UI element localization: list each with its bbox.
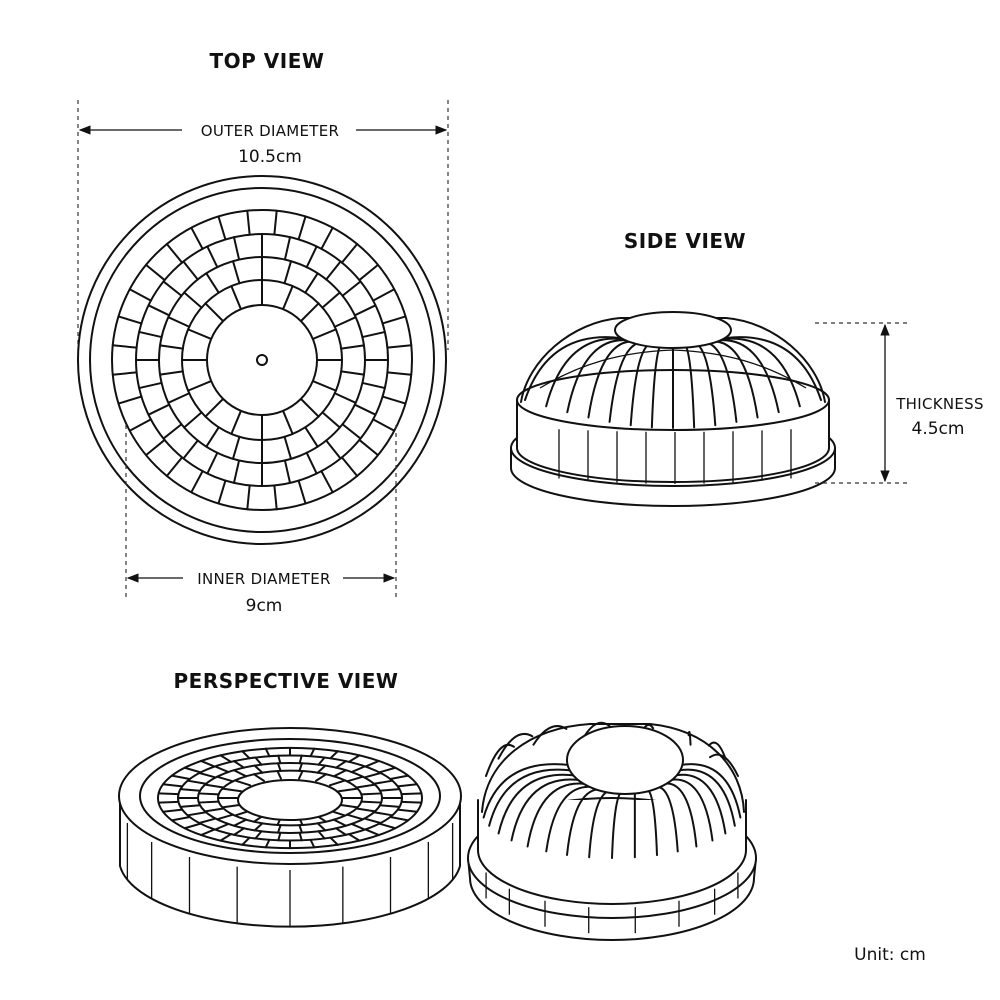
top-view-title: TOP VIEW (210, 49, 325, 73)
outer-diameter-label: OUTER DIAMETER (201, 122, 340, 140)
perspective-flat-grille (157, 746, 423, 850)
center-hole (256, 354, 268, 366)
outer-diameter-dimension: OUTER DIAMETER 10.5cm (77, 100, 449, 350)
inner-diameter-label: INNER DIAMETER (197, 570, 330, 588)
top-view-grille (111, 209, 413, 511)
thickness-label: THICKNESS (895, 395, 984, 413)
perspective-flat-hub (237, 779, 343, 821)
perspective-dome-filter (467, 721, 757, 941)
thickness-value: 4.5cm (912, 419, 965, 439)
side-view-title: SIDE VIEW (624, 229, 746, 253)
inner-diameter-dimension: INNER DIAMETER 9cm (125, 425, 397, 616)
perspective-dome-cap (566, 725, 684, 795)
side-view-cap (614, 311, 732, 349)
top-view-disc (77, 175, 447, 545)
side-view-dome (510, 311, 836, 507)
outer-diameter-value: 10.5cm (238, 147, 302, 167)
inner-diameter-value: 9cm (246, 596, 283, 616)
top-view-hub (206, 304, 318, 416)
thickness-dimension: THICKNESS 4.5cm (815, 322, 988, 484)
unit-note: Unit: cm (854, 945, 926, 965)
perspective-flat-filter (118, 727, 462, 928)
perspective-view-title: PERSPECTIVE VIEW (174, 669, 399, 693)
